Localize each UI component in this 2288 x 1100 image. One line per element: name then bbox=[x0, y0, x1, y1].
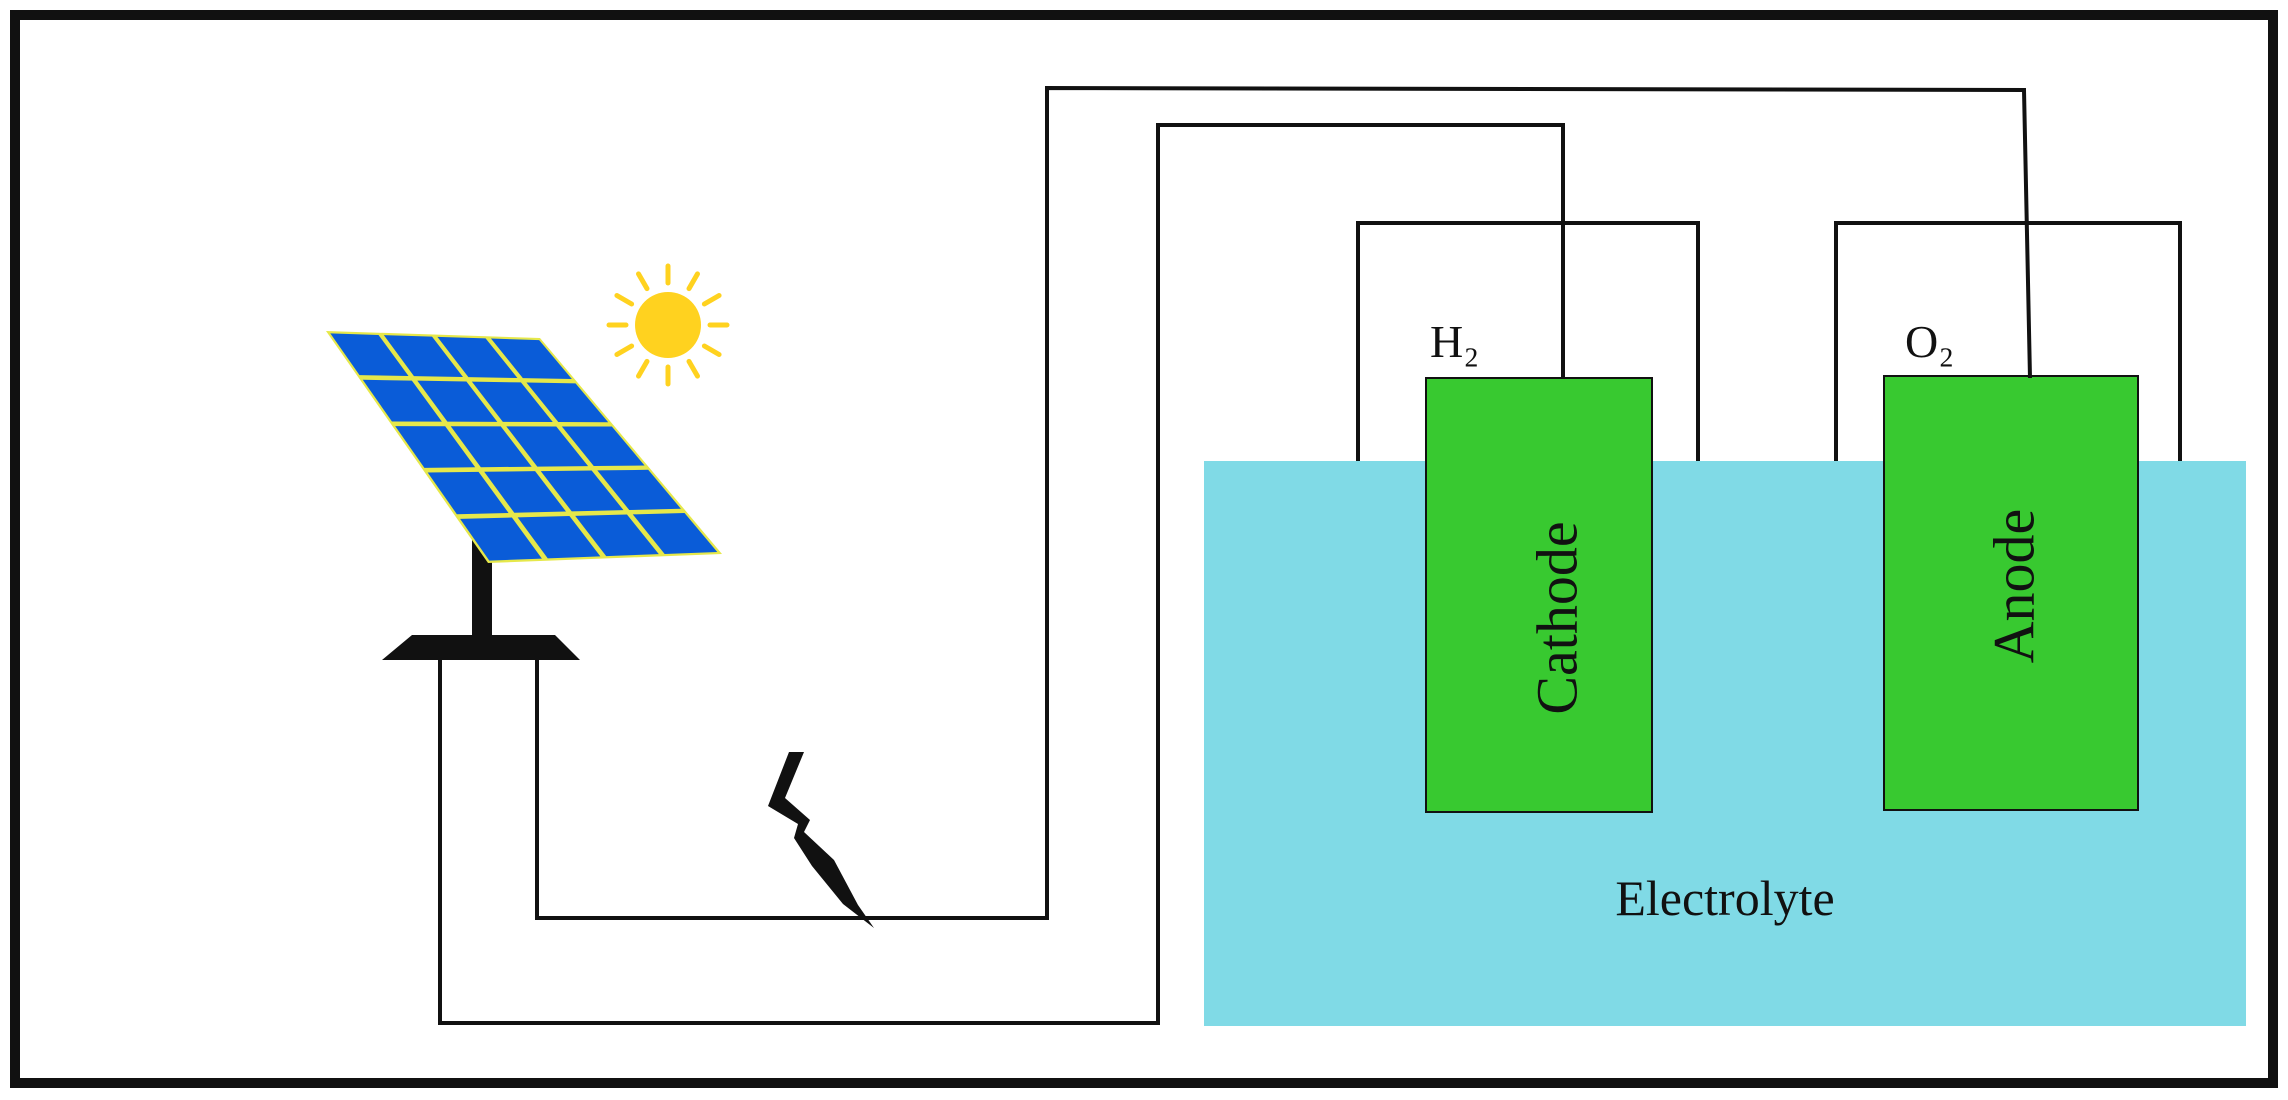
solar-cell bbox=[450, 426, 532, 468]
sun-ray bbox=[701, 293, 722, 307]
solar-cell bbox=[575, 514, 659, 557]
solar-cell bbox=[506, 426, 589, 467]
solar-cell bbox=[517, 516, 601, 559]
hydrogen-label: H₂ bbox=[1430, 316, 1479, 367]
solar-cell bbox=[437, 336, 518, 379]
anode-electrode bbox=[1883, 375, 2139, 811]
sun-ray bbox=[636, 358, 650, 379]
cathode-electrode bbox=[1425, 377, 1653, 813]
solar-cell bbox=[597, 469, 681, 510]
sun-ray bbox=[701, 343, 722, 357]
oxygen-label: O₂ bbox=[1905, 316, 1954, 367]
electrolyte-label: Electrolyte bbox=[1615, 870, 1834, 926]
cathode-label: Cathode bbox=[1525, 521, 1590, 714]
solar-cell bbox=[526, 382, 609, 423]
solar-mount-base bbox=[382, 635, 580, 660]
sun-ray bbox=[686, 271, 700, 292]
sun-disc bbox=[635, 292, 701, 358]
sun-icon bbox=[606, 263, 730, 387]
solar-cell bbox=[330, 333, 409, 377]
wire-cathode bbox=[438, 123, 1565, 1025]
solar-cell bbox=[484, 471, 567, 513]
solar-cell bbox=[383, 335, 463, 378]
sun-ray bbox=[614, 343, 635, 357]
solar-cell bbox=[561, 426, 645, 467]
oxygen-hood bbox=[1834, 221, 2182, 461]
solar-cell bbox=[395, 426, 476, 468]
solar-cell bbox=[471, 381, 553, 423]
solar-mount-post bbox=[472, 540, 492, 636]
solar-cell bbox=[540, 470, 624, 512]
hydrogen-hood bbox=[1356, 221, 1700, 461]
solar-cell bbox=[417, 380, 498, 422]
solar-cell bbox=[362, 379, 442, 422]
solar-cell bbox=[632, 513, 718, 554]
wire-anode bbox=[535, 85, 2032, 920]
sun-ray bbox=[636, 271, 650, 292]
solar-cell bbox=[490, 338, 572, 379]
solar-cell bbox=[460, 517, 542, 561]
solar-cell bbox=[427, 471, 509, 515]
sun-ray bbox=[614, 293, 635, 307]
sun-ray bbox=[686, 358, 700, 379]
solar-panel-icon bbox=[326, 331, 722, 563]
anode-label: Anode bbox=[1982, 509, 2047, 664]
